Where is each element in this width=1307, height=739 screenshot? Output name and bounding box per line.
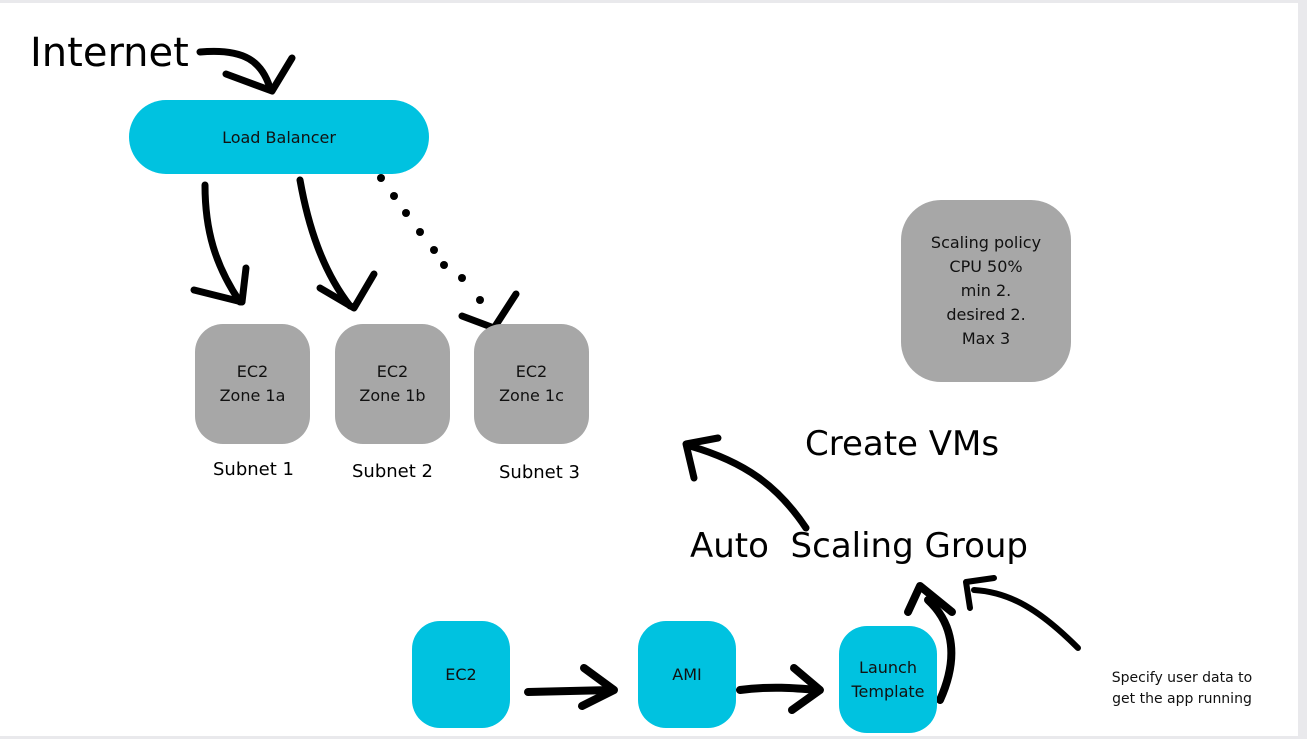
arrowhead-createvms xyxy=(682,434,722,482)
create-vms-label: Create VMs xyxy=(805,424,1000,464)
ec2-zone-1b-node: EC2 Zone 1b xyxy=(335,324,450,444)
user-data-note: Specify user data to get the app running xyxy=(1100,668,1264,710)
arrowhead-note xyxy=(963,575,997,611)
ec2-label: EC2 xyxy=(236,362,269,381)
arrowhead-internet xyxy=(222,54,296,95)
zone-label: Zone 1c xyxy=(499,386,564,405)
zone-label: Zone 1b xyxy=(359,386,426,405)
subnet-3-label: Subnet 3 xyxy=(499,462,580,483)
arrowhead-subnet1 xyxy=(190,264,250,306)
policy-line: CPU 50% xyxy=(949,257,1023,276)
ec2-zone-1a-node: EC2 Zone 1a xyxy=(195,324,310,444)
template-line: Template xyxy=(851,681,925,701)
note-line: Specify user data to xyxy=(1111,670,1253,686)
zone-label: Zone 1a xyxy=(219,386,286,405)
load-balancer-node: Load Balancer xyxy=(129,100,429,174)
ec2-zone-1c-node: EC2 Zone 1c xyxy=(474,324,589,444)
ami-node: AMI xyxy=(638,621,736,728)
launch-template-node: Launch Template xyxy=(839,626,937,733)
arrow-lb-to-subnet1 xyxy=(201,181,244,306)
subnet-1-label: Subnet 1 xyxy=(213,459,294,480)
policy-line: desired 2. xyxy=(946,305,1026,324)
arrow-launch-to-asg xyxy=(924,596,956,704)
arrowhead-asg xyxy=(904,582,956,616)
arrowhead-subnet2 xyxy=(316,270,378,312)
arrowhead-subnet3 xyxy=(458,290,520,332)
note-line: get the app running xyxy=(1112,691,1252,707)
scaling-policy-node: Scaling policy CPU 50% min 2. desired 2.… xyxy=(901,200,1071,382)
dotted-arrow-lb-to-subnet3 xyxy=(377,174,484,304)
internet-label: Internet xyxy=(30,30,189,76)
arrow-ec2-to-ami xyxy=(524,686,616,696)
arrow-internet-to-lb xyxy=(196,47,274,92)
ec2-source-node: EC2 xyxy=(412,621,510,728)
ec2-label: EC2 xyxy=(515,362,548,381)
arrow-ami-to-launch xyxy=(736,683,822,694)
ec2-label: EC2 xyxy=(376,362,409,381)
policy-line: Max 3 xyxy=(961,329,1011,348)
arrow-note-to-asg xyxy=(971,587,1081,651)
arrow-asg-to-createvms xyxy=(686,442,810,532)
policy-line: Scaling policy xyxy=(930,233,1042,252)
arrowhead-launch xyxy=(788,664,824,714)
launch-line: Launch xyxy=(859,657,917,677)
arrowhead-ami xyxy=(578,664,618,710)
auto-scaling-group-label: Auto Scaling Group xyxy=(690,526,1029,566)
arrow-lb-to-subnet2 xyxy=(296,176,354,310)
subnet-2-label: Subnet 2 xyxy=(352,461,433,482)
policy-line: min 2. xyxy=(960,281,1012,300)
